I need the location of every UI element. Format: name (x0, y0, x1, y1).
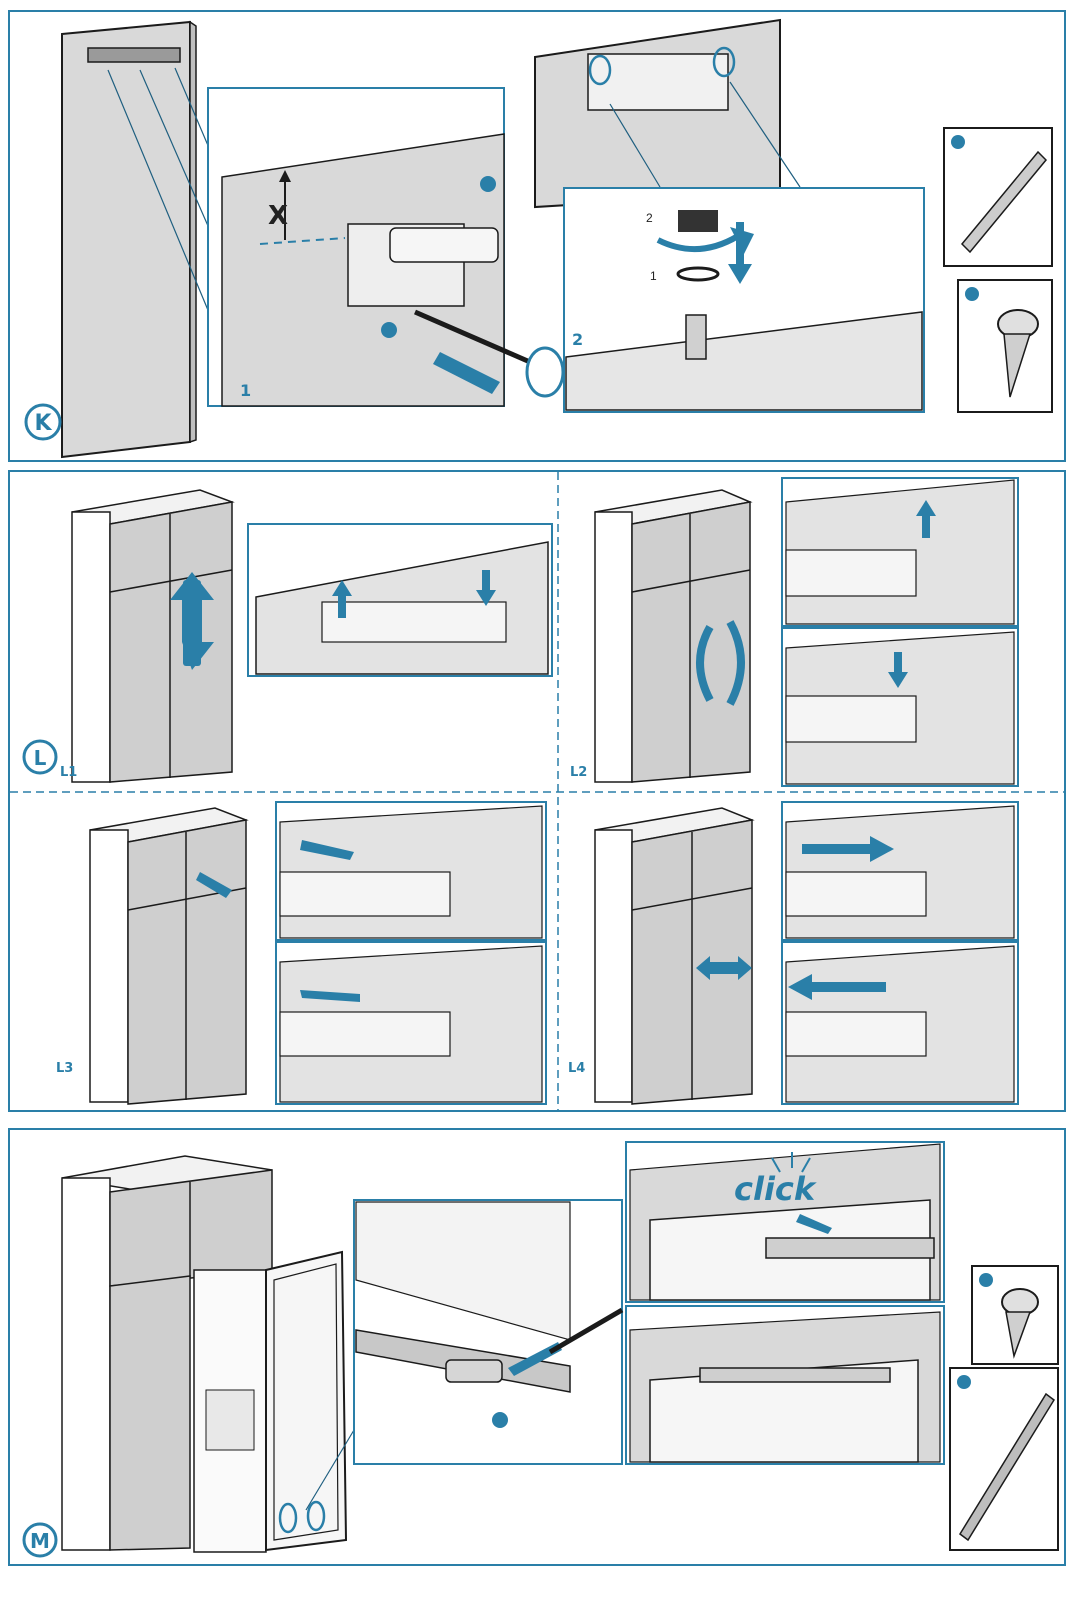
cabinet-door-top (534, 18, 781, 209)
down-arrow-head (728, 264, 752, 284)
section-l-illustration: L L1 L2 (10, 472, 1064, 1110)
part-callout-icon (480, 176, 496, 192)
down-arrow-l1 (482, 570, 490, 594)
leader-line (609, 103, 661, 188)
section-m-panel: M click (8, 1128, 1066, 1566)
cover-strip-installed (699, 1367, 891, 1383)
sub-label-l1: L1 (60, 765, 77, 780)
hinge-part-icon (960, 150, 1048, 254)
push-arrow-m (508, 1342, 562, 1376)
hinge-bracket-small (87, 47, 181, 63)
cabinet-l1 (71, 489, 235, 783)
washer (676, 266, 720, 282)
hinge-rail-l4-bottom (785, 1011, 927, 1057)
hinge-callout-circle (588, 54, 612, 86)
left-arrow-l4 (810, 982, 886, 992)
sub-label-l3: L3 (56, 1061, 73, 1076)
up-arrow-head-l2 (916, 500, 936, 516)
hinge-callout-circle (712, 46, 736, 78)
section-m-illustration: M click (22, 1141, 1059, 1558)
screw-shaft-icon-m (1005, 1311, 1032, 1359)
section-badge-l (22, 739, 58, 775)
strip-part-icon (959, 1392, 1055, 1542)
section-badge-l-label: L (34, 746, 47, 770)
hinge-rail-l4-top (785, 871, 927, 917)
down-arrow-l2 (894, 652, 902, 676)
leader-line (139, 69, 216, 243)
sub-label-l4: L4 (568, 1061, 585, 1076)
hinge-pin (685, 314, 707, 360)
section-badge-m (22, 1522, 58, 1558)
section-badge-m-label: M (30, 1529, 50, 1553)
part-callout-icon (957, 1375, 971, 1389)
up-arrow-l1 (338, 592, 346, 618)
part-callout-icon (951, 135, 965, 149)
right-arrow-head-l4 (870, 836, 894, 862)
right-arrow-l4 (802, 844, 872, 854)
down-arrow-shaft (736, 222, 744, 267)
leader-line (729, 81, 801, 188)
click-burst (771, 1157, 781, 1173)
hinge-rail-l2-bottom (785, 695, 917, 743)
part-callout-icon (965, 287, 979, 301)
left-arrow-head-l4 (788, 974, 812, 1000)
hinge-rail-l3-top (279, 871, 451, 917)
section-badge-k-label: K (34, 411, 52, 436)
cover-strip (765, 1237, 935, 1259)
up-arrow-l2 (922, 512, 930, 538)
screwdriver-m (548, 1307, 624, 1355)
section-badge-k (24, 403, 62, 441)
hinge-rail-l1 (321, 601, 507, 643)
screw-callout-icon (492, 1412, 508, 1428)
detail-number-1: 1 (240, 381, 251, 400)
hinge-rail-l3-bottom (279, 1011, 451, 1057)
cabinet-l2 (594, 489, 753, 783)
down-arrow-head-l2 (888, 672, 908, 688)
screw-callout-icon (381, 322, 397, 338)
hinge-rail-l2-top (785, 549, 917, 597)
click-burst (801, 1157, 811, 1173)
door-edge (189, 20, 197, 444)
click-text: click (734, 1170, 817, 1208)
section-k-panel: K X 1 2 1 2 (8, 10, 1066, 462)
cabinet-l3 (89, 807, 249, 1105)
up-arrow-head-l1 (332, 580, 352, 596)
rotate-arrow (656, 233, 740, 252)
part-callout-icon (979, 1273, 993, 1287)
dimension-dash (259, 237, 346, 245)
door-panel (61, 20, 191, 459)
section-k-illustration: K X 1 2 1 2 (24, 18, 1053, 459)
down-arrow-head-l1 (476, 590, 496, 606)
diagonal-arrow-l3-bottom (300, 990, 360, 1002)
sub-label-l2: L2 (570, 765, 587, 780)
cabinet-open-door (61, 1155, 355, 1553)
step-small-1: 1 (650, 269, 657, 283)
detail-number-2: 2 (572, 330, 583, 349)
hinge-rail (389, 227, 499, 263)
leader-line (107, 69, 216, 328)
screw-icon-m (1001, 1288, 1039, 1316)
screwdriver-handle (525, 346, 565, 398)
cabinet-top-surface (565, 311, 923, 411)
dimension-label-x: X (268, 201, 288, 231)
step-small-2: 2 (646, 211, 653, 225)
top-hinge-plate (587, 53, 729, 111)
pin-cap (678, 210, 718, 232)
dimension-arrow (279, 170, 291, 182)
screwdriver-shaft (414, 309, 531, 365)
door-frame-detail-closed (649, 1359, 919, 1463)
hinge-block (445, 1359, 503, 1383)
diagonal-arrow-l3-top (300, 840, 354, 860)
cabinet-l4 (594, 807, 755, 1105)
screw-shaft-icon (1003, 333, 1032, 398)
push-arrow-click (796, 1214, 832, 1234)
part-box-hinge (943, 127, 1053, 267)
push-arrow (433, 352, 500, 394)
section-l-panel: L L1 L2 (8, 470, 1066, 1112)
